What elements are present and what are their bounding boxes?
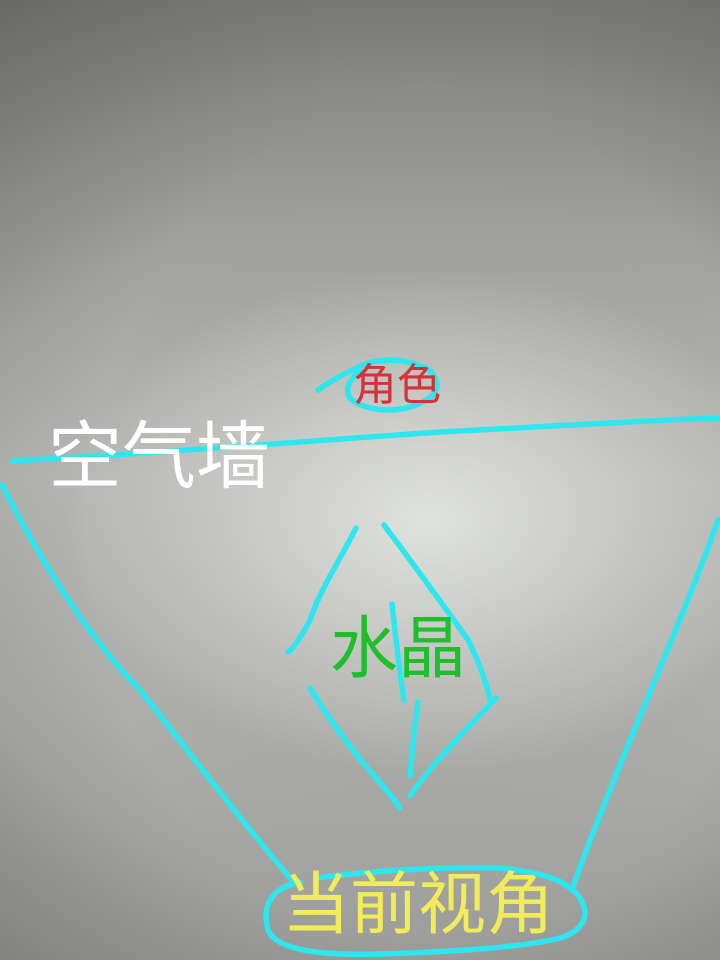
crystal-outline-left-bottom [307, 685, 403, 811]
crystal-outline-right-top [381, 522, 493, 703]
current-view-label: 当前视角 [282, 866, 555, 945]
current-view-ellipse [263, 864, 588, 958]
crystal-centre-line [389, 601, 407, 703]
frustum-right-line [569, 517, 720, 893]
crystal-outline-right-bottom [407, 695, 499, 799]
role-marker [315, 357, 440, 413]
frustum-left-line [0, 482, 295, 883]
crystal-centre-line-lower [407, 699, 421, 779]
air-wall-line [9, 415, 720, 464]
crystal-outline-left-top [285, 525, 359, 655]
air-wall-label: 空气墙 [48, 414, 270, 500]
role-label: 角色 [353, 360, 441, 411]
crystal-label: 水晶 [330, 610, 467, 689]
